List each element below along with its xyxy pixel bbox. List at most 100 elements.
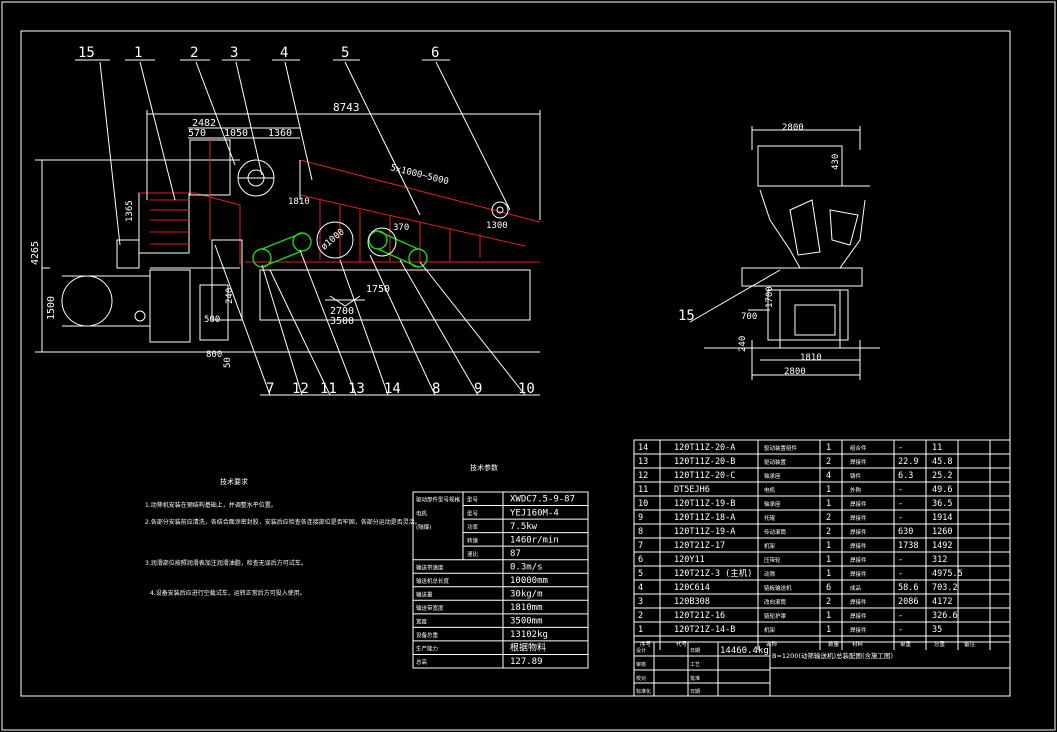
side-dim-240: 240 (738, 336, 748, 352)
bom-header-cell: 备注 (964, 640, 976, 648)
bom-cell: 2 (826, 513, 831, 523)
tech-table-cell: 10000mm (510, 576, 548, 586)
bom-cell: 改向滚筒 (764, 598, 787, 606)
tech-note-1: 1.动筛机安装在钢结构基础上，并调整水平位置。 (145, 501, 277, 509)
bom-cell: 焊接件 (850, 556, 867, 564)
tech-table-cell: 型号 (467, 496, 479, 504)
bom-cell: 机架 (764, 542, 776, 550)
bom-cell: 120T11Z-19-A (674, 527, 735, 537)
tech-note-4: 4.设备安装后应进行空载试车，运转正常后方可投入使用。 (150, 589, 306, 597)
bom-cell: 120B308 (674, 597, 710, 607)
tech-table-cell: 驱动部件型号规格 (416, 496, 461, 504)
bom-cell: 托辊 (764, 514, 776, 522)
bom-cell: 1738 (898, 541, 918, 551)
bom-cell: 2 (826, 597, 831, 607)
bom-cell: 1492 (932, 541, 952, 551)
tb-label-process: 工艺 (690, 662, 700, 668)
callout-3: 3 (230, 45, 238, 61)
dim-570: 570 (188, 128, 206, 139)
callout-8: 8 (432, 381, 440, 397)
bom-cell: 630 (898, 527, 913, 537)
callout-15: 15 (78, 45, 95, 61)
bom-cell: 焊接件 (850, 514, 867, 522)
total-weight: 14460.4kg (720, 646, 769, 656)
tech-table-cell: 1810mm (510, 603, 543, 613)
bom-cell: DT5EJH6 (674, 485, 710, 495)
bom-cell: 焊接件 (850, 542, 867, 550)
bom-cell: 1914 (932, 513, 952, 523)
callout-14: 14 (384, 381, 401, 397)
bom-cell: 58.6 (898, 583, 918, 593)
bom-cell: 1 (826, 569, 831, 579)
tb-label-standard: 标准化 (636, 688, 651, 695)
bom-cell: 4975.5 (932, 569, 963, 579)
bom-cell: 120T21Z-3 (主机) (674, 568, 752, 579)
bom-cell: 轴承座 (764, 500, 781, 508)
tech-note-2: 2.各部分安装前应清洗，各结合面涂密封胶，安装后应检查各连接部位是否牢固，各部分… (145, 518, 421, 526)
tech-table-cell: 7.5kw (510, 522, 538, 532)
bom-cell: 11 (932, 443, 942, 453)
bom-cell: 120T21Z-14-B (674, 625, 735, 635)
callout-4: 4 (280, 45, 288, 61)
dim-overall-length: 8743 (333, 101, 360, 114)
tech-table-cell: 30kg/m (510, 590, 543, 600)
dim-1750: 1750 (366, 284, 390, 295)
dim-800: 800 (206, 350, 222, 360)
bom-cell: 120T11Z-20-C (674, 471, 735, 481)
tb-label-design: 设计 (636, 647, 646, 654)
dim-370: 370 (393, 223, 409, 233)
tech-table-cell: 127.89 (510, 657, 543, 667)
tb-label-date: 日期 (690, 648, 700, 654)
bom-cell: 1 (826, 625, 831, 635)
bom-header-cell: 单重 (900, 640, 912, 648)
dim-1050: 1050 (224, 128, 248, 139)
bom-cell: 36.5 (932, 499, 952, 509)
dim-2700: 2700 (330, 306, 354, 317)
bom-cell: 1 (826, 499, 831, 509)
bom-cell: 驱动装置组件 (764, 444, 798, 452)
drive-belts (252, 221, 428, 268)
side-dim-2800-bottom: 2800 (784, 367, 806, 377)
tech-table-cell: 0.3m/s (510, 562, 543, 572)
tech-table-cell: 根据物料 (510, 642, 546, 654)
bom-cell: 4 (638, 583, 643, 593)
tech-table-cell: 功率 (467, 523, 479, 531)
tech-table-cell: 1460r/min (510, 535, 559, 545)
bom-cell: 13 (638, 457, 648, 467)
bom-cell: 5 (638, 569, 643, 579)
bom-cell: 2086 (898, 597, 918, 607)
bom-cell: 49.6 (932, 485, 952, 495)
bom-cell: 组合件 (850, 444, 867, 452)
tb-label-approve: 批准 (690, 675, 700, 682)
tb-label-check: 校对 (636, 675, 646, 682)
bom-cell: 2 (826, 457, 831, 467)
bom-cell: 120C614 (674, 583, 710, 593)
bom-header-cell: 代号 (676, 640, 688, 648)
bom-cell: 6 (826, 583, 831, 593)
drawing-title: B=1200(动筛输送机)总装配图(含施工图) (772, 651, 893, 660)
inclined-screen-conveyor (245, 159, 541, 263)
bom-cell: 22.9 (898, 457, 918, 467)
bom-cell: - (898, 485, 903, 495)
dim-4265: 4265 (30, 241, 41, 265)
side-dim-700: 700 (741, 312, 757, 322)
drive-pulley-left (61, 275, 113, 327)
bom-header-cell: 数量 (828, 640, 840, 648)
side-view: 2800 1810 2800 1700 700 240 430 15 (678, 123, 880, 380)
bom-cell: 8 (638, 527, 643, 537)
callout-6: 6 (431, 45, 439, 61)
bom-cell: 传动滚筒 (764, 528, 787, 536)
bom-cell: 焊接件 (850, 570, 867, 578)
callout-9: 9 (474, 381, 482, 397)
bom-cell: 312 (932, 555, 947, 565)
callout-7: 7 (266, 381, 274, 397)
tech-table-cell: (隔爆) (416, 523, 431, 531)
dim-screen-spec: 5x1000~5000 (389, 163, 449, 187)
bom-cell: 铸件 (850, 472, 862, 480)
bom-cell: 6.3 (898, 471, 913, 481)
bom-header-cell: 总重 (934, 640, 946, 648)
callout-1: 1 (134, 45, 142, 61)
